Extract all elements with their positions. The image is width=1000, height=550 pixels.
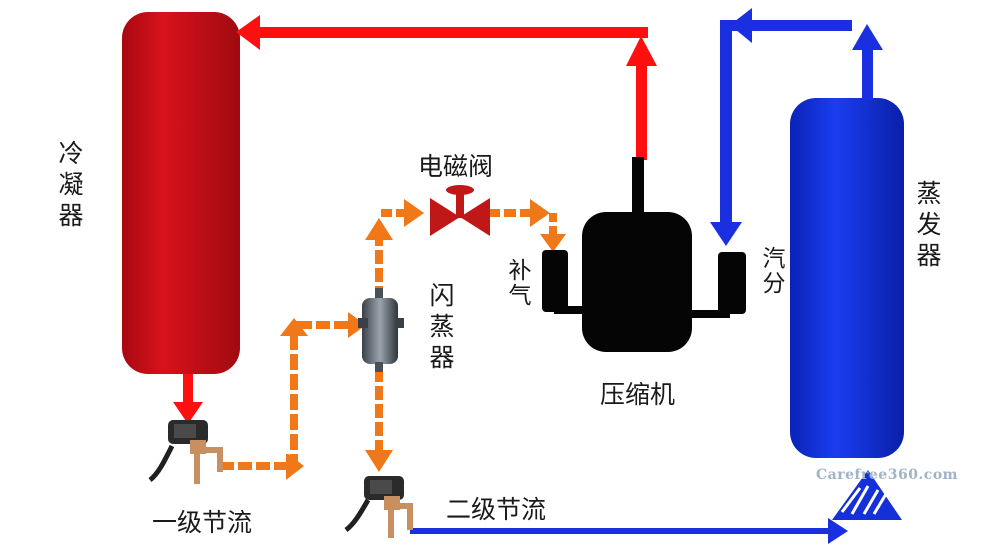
condenser-vessel (122, 12, 240, 374)
compressor-discharge-pipe (632, 157, 644, 217)
compressor-label: 压缩机 (600, 380, 676, 409)
stage1-throttle-label: 一级节流 (152, 508, 253, 537)
flash-tank-label: 闪蒸器 (426, 282, 455, 375)
suction-line (710, 8, 883, 246)
liquid-distributor (832, 470, 902, 520)
injection-line-dashes (234, 205, 561, 474)
discharge-line (173, 15, 657, 424)
condenser-label: 冷凝器 (55, 140, 84, 233)
stage1-expansion-valve-icon (148, 420, 223, 484)
vapor-injection-label: 补气 (504, 258, 530, 308)
stage2-throttle-label: 二级节流 (446, 495, 547, 524)
flash-tank-icon (358, 288, 404, 372)
solenoid-valve-label: 电磁阀 (418, 152, 494, 181)
watermark: Carefree360.com (816, 467, 958, 483)
stage2-expansion-valve-icon (344, 476, 413, 538)
compressor-icon (542, 212, 746, 352)
evaporator-label: 蒸发器 (913, 180, 942, 273)
evaporator-vessel (790, 98, 904, 458)
solenoid-valve-icon (430, 185, 490, 236)
evaporator-feed-line (410, 518, 848, 544)
suction-label: 汽分 (758, 246, 784, 296)
